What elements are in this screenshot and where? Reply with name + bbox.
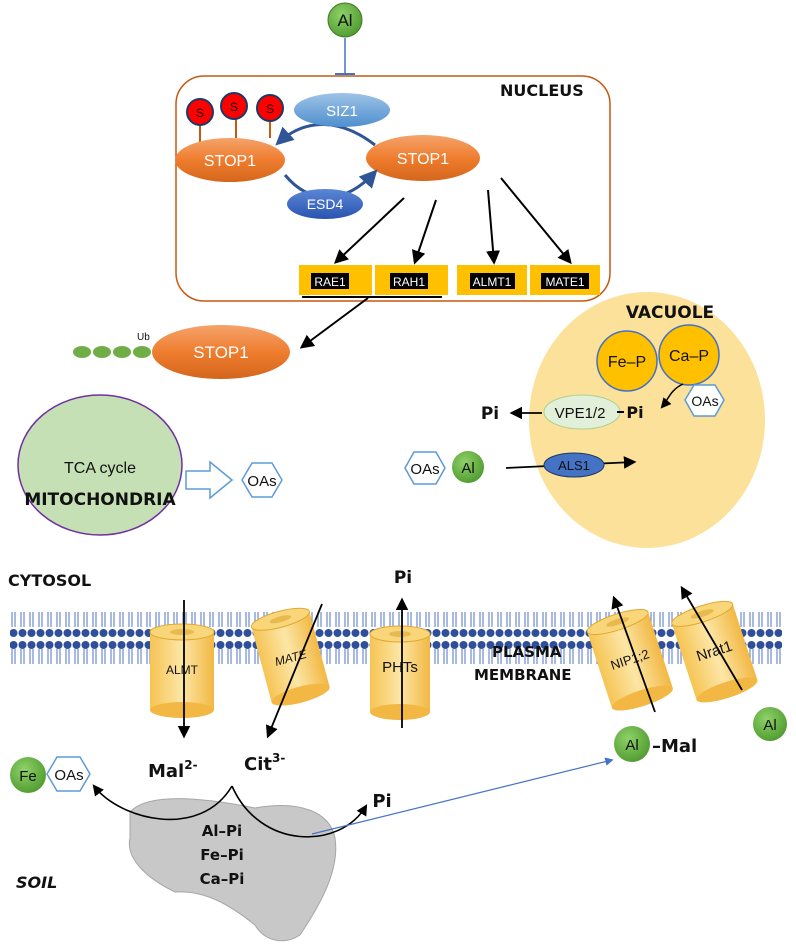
vacuole-oas-hexagon bbox=[684, 384, 725, 417]
malate-label: Mal2- bbox=[148, 758, 198, 782]
sumo-tag-3 bbox=[256, 94, 284, 122]
nucleus-compartment bbox=[175, 75, 611, 302]
vpe-label: VPE1/2 bbox=[555, 405, 606, 422]
mitochondria-compartment bbox=[17, 394, 183, 536]
mito-oas-label: OAs bbox=[247, 473, 276, 490]
mito-oas-hexagon bbox=[241, 462, 283, 498]
sumo-tags: S S S bbox=[186, 92, 284, 142]
oas-export-arrow bbox=[185, 460, 234, 500]
tca-cycle-label: TCA cycle bbox=[64, 460, 136, 477]
soil-pi-label: Pi bbox=[372, 791, 391, 812]
cytosol-title: CYTOSOL bbox=[8, 571, 91, 590]
nrat1-channel: Nrat1 bbox=[671, 600, 758, 703]
sumo-tag-1 bbox=[186, 98, 214, 126]
gene-label-almt1: ALMT1 bbox=[473, 275, 512, 289]
cyto-oas-label: OAs bbox=[410, 461, 439, 478]
fe-oas-label: OAs bbox=[54, 767, 83, 784]
al-mal-ball bbox=[614, 726, 650, 762]
degradation-arrow bbox=[299, 297, 369, 349]
almt-label: ALMT bbox=[166, 663, 199, 677]
gene-label-mate1: MATE1 bbox=[545, 275, 584, 289]
ubiquitin-label: Ub bbox=[137, 332, 150, 343]
sumoylation-arc bbox=[275, 123, 376, 147]
cyto-al-label: Al bbox=[461, 460, 474, 477]
esd4-enzyme bbox=[287, 189, 363, 219]
citrate-label: Cit3- bbox=[244, 751, 285, 775]
soil-complex-ca-pi: Ca–Pi bbox=[200, 870, 245, 888]
fe-release-arc bbox=[92, 784, 233, 821]
stop1-ubiquitinated bbox=[152, 325, 290, 379]
soil-complex-al-pi: Al–Pi bbox=[202, 822, 242, 840]
membrane-pi-top: Pi bbox=[394, 568, 412, 588]
stop1-free bbox=[366, 135, 480, 181]
al-release-line bbox=[311, 757, 614, 835]
soil-title: SOIL bbox=[16, 873, 57, 892]
als1-transporter bbox=[543, 452, 605, 478]
nrat1-arrow bbox=[680, 585, 743, 691]
sumo-tag-2 bbox=[220, 92, 248, 120]
al-mal-mal-label: –Mal bbox=[652, 736, 697, 757]
al-inhibitor-ball bbox=[327, 2, 363, 38]
nip12-channel: NIP1;2 bbox=[586, 608, 673, 711]
ca-p-granule bbox=[658, 324, 720, 386]
vacuole-oas-label: OAs bbox=[691, 393, 718, 409]
mate-arrow bbox=[265, 603, 323, 739]
pi-release-arc bbox=[231, 785, 368, 838]
svg-text:S: S bbox=[196, 106, 204, 120]
siz1-label: SIZ1 bbox=[326, 103, 358, 120]
al-inhibitor-label: Al bbox=[337, 11, 352, 30]
phts-channel bbox=[369, 625, 431, 720]
membrane-title-line1: PLASMA bbox=[492, 643, 562, 661]
esd4-label: ESD4 bbox=[307, 196, 344, 212]
stop1-free-label: STOP1 bbox=[397, 151, 449, 168]
stop1-ubiquitinated-label: STOP1 bbox=[193, 343, 248, 362]
free-al-ball bbox=[753, 707, 787, 741]
gene-label-rae1: RAE1 bbox=[314, 275, 346, 289]
vacuole-title: VACUOLE bbox=[626, 303, 714, 323]
activation-arrow-almt1 bbox=[486, 189, 501, 265]
cytosol-pi-label: Pi bbox=[481, 404, 499, 424]
fe-oas-hexagon bbox=[46, 756, 91, 792]
fe-label: Fe bbox=[19, 768, 37, 785]
nip12-arrow bbox=[611, 595, 656, 713]
soil-complex-fe-pi: Fe–Pi bbox=[200, 846, 243, 864]
fe-p-granule bbox=[596, 330, 658, 392]
vacuole-pi-label: Pi bbox=[626, 403, 643, 422]
activation-arrow-rae1 bbox=[333, 197, 405, 264]
fe-ball bbox=[10, 757, 46, 793]
oas-to-pi-arrow bbox=[660, 383, 684, 409]
siz1-enzyme bbox=[294, 93, 390, 127]
activation-arrow-mate1 bbox=[500, 177, 572, 265]
nucleus-title: NUCLEUS bbox=[500, 81, 584, 100]
stop1-sumoylated bbox=[175, 138, 285, 182]
mitochondria-title: MITOCHONDRIA bbox=[24, 490, 176, 510]
fe-p-label: Fe–P bbox=[608, 354, 646, 371]
al-mal-al-label: Al bbox=[625, 737, 638, 754]
cyto-al-ball bbox=[452, 451, 484, 483]
svg-text:S: S bbox=[266, 102, 274, 116]
almt-channel bbox=[149, 623, 215, 718]
target-genes: RAE1 RAH1 ALMT1 MATE1 bbox=[299, 265, 600, 298]
gene-label-rah1: RAH1 bbox=[393, 275, 425, 289]
cyto-oas-hexagon bbox=[404, 451, 446, 485]
phts-label: PHTs bbox=[382, 659, 418, 676]
stop1-sumoylated-label: STOP1 bbox=[204, 153, 256, 170]
ca-p-label: Ca–P bbox=[669, 348, 709, 365]
als1-label: ALS1 bbox=[558, 458, 590, 473]
svg-text:S: S bbox=[230, 100, 238, 114]
activation-arrow-rah1 bbox=[411, 199, 437, 265]
membrane-title-line2: MEMBRANE bbox=[474, 666, 572, 684]
free-al-label: Al bbox=[763, 717, 776, 734]
ubiquitin-chain bbox=[73, 346, 151, 358]
